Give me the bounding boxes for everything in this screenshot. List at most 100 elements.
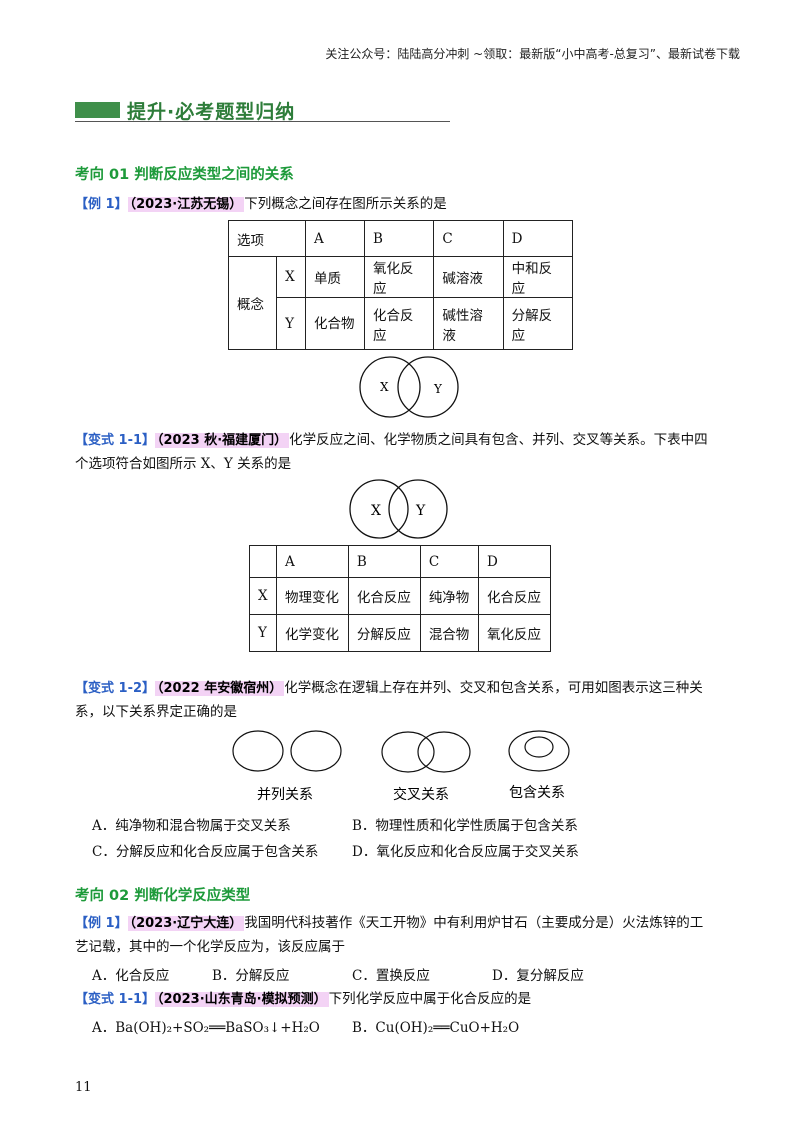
venn-circle-x [359,356,421,418]
table-cell: 氧化反应 [478,614,551,652]
table-cell: X [276,256,306,298]
table-cell: B [347,545,421,578]
variant-tag: 【变式 1-1】 [75,992,156,1007]
table-cell: 选项 [228,220,306,257]
table-cell: D [478,545,551,578]
variant-1-2-line1: 【变式 1-2】（2022 年安徽宿州）化学概念在逻辑上存在并列、交叉和包含关系… [75,676,735,701]
option-c: C．置换反应 [352,968,430,984]
header-note: 关注公众号：陆陆高分冲刺 ~领取：最新版“小中高考-总复习”、最新试卷下载 [325,47,740,61]
parallel-circle-left [232,730,284,772]
table-row: Y 化学变化 分解反应 混合物 氧化反应 [249,614,551,652]
table-cell: 碱溶液 [433,256,504,298]
parallel-circle-right [290,730,342,772]
venn-label-x: X [371,503,381,519]
table-cell: A [276,545,349,578]
option-b: B．物理性质和化学性质属于包含关系 [352,818,578,834]
section-marker [75,102,120,118]
table-cell: 碱性溶液 [433,297,504,350]
diagram-label-contain: 包含关系 [509,785,565,801]
table-cell: 化合物 [305,297,365,350]
table-cell: X [249,577,277,615]
table-cell: 化学变化 [276,614,349,652]
example-2-line2: 艺记载，其中的一个化学反应为，该反应属于 [75,939,345,955]
cross-circle-right [417,731,471,773]
option-a: A．Ba(OH)₂+SO₂══BaSO₃↓+H₂O [92,1020,320,1036]
table-row: Y 化合物 化合反应 碱性溶液 分解反应 [229,297,574,350]
table-cell: C [419,545,480,578]
venn-circle-y [397,356,459,418]
table-cell: 分解反应 [502,297,574,350]
table-row: 概念 X 单质 氧化反应 碱溶液 中和反应 [227,256,574,350]
venn-circle-x [349,479,409,539]
diagram-label-cross: 交叉关系 [393,786,449,803]
example-2-line1: 【例 1】（2023·辽宁大连）我国明代科技著作《天工开物》中有利用炉甘石（主要… [75,911,735,936]
example-tag: 【例 1】 [75,916,128,931]
variant-2-1-line: 【变式 1-1】（2023·山东青岛·模拟预测）下列化学反应中属于化合反应的是 [75,987,735,1012]
example-1-line: 【例 1】（2023·江苏无锡）下列概念之间存在图所示关系的是 [75,192,447,217]
table-cell: D [502,220,574,257]
section-header: 提升·必考题型归纳 [75,100,450,123]
contain-circle-outer [508,730,570,772]
table-cell: 物理变化 [276,577,349,615]
table-cell: 中和反应 [502,256,574,298]
example-tag: 【例 1】 [75,197,128,212]
cross-circle-left [381,731,435,773]
question-text: 下列概念之间存在图所示关系的是 [244,196,447,212]
venn-label-x: X [380,380,389,394]
option-d: D．氧化反应和化合反应属于交叉关系 [352,844,579,860]
table-cell: 分解反应 [347,614,421,652]
source-badge: （2023·山东青岛·模拟预测） [155,992,329,1007]
contain-circle-inner [524,736,554,758]
table-cell: Y [276,297,306,350]
table-cell: 化合反应 [347,577,421,615]
question-text: 化学反应之间、化学物质之间具有包含、并列、交叉等关系。下表中四 [289,432,708,448]
venn-diagram-2: X Y [349,479,448,539]
table-row: X 物理变化 化合反应 纯净物 化合反应 [249,577,551,615]
example-1-table: 选项 A B C D 概念 X 单质 氧化反应 碱溶液 中和反应 Y 化合物 化… [227,220,574,350]
question-text: 化学概念在逻辑上存在并列、交叉和包含关系，可用如图表示这三种关 [284,680,703,696]
table-row: A B C D [249,545,551,578]
option-d: D．复分解反应 [492,968,584,984]
venn-label-y: Y [433,382,443,396]
option-b: B．分解反应 [212,968,290,984]
section-title: 提升·必考题型归纳 [127,101,296,123]
source-badge: （2023 秋·福建厦门） [155,433,290,448]
option-b: B．Cu(OH)₂══CuO+H₂O [352,1020,520,1036]
venn-label-y: Y [415,503,426,519]
variant-1-1-table: A B C D X 物理变化 化合反应 纯净物 化合反应 Y 化学变化 分解反应… [249,545,551,652]
variant-1-2-line2: 系，以下关系界定正确的是 [75,704,237,720]
page-number: 11 [75,1080,92,1095]
table-cell: 氧化反应 [363,256,435,298]
option-c: C．分解反应和化合反应属于包含关系 [92,844,319,860]
source-badge: （2023·辽宁大连） [127,916,245,931]
topic-1-title: 考向 01 判断反应类型之间的关系 [75,167,294,183]
topic-2-title: 考向 02 判断化学反应类型 [75,888,251,904]
source-badge: （2023·江苏无锡） [127,197,245,212]
question-text: 下列化学反应中属于化合反应的是 [328,991,532,1007]
table-cell: Y [249,614,277,652]
table-cell: 混合物 [419,614,480,652]
venn-circle-y [388,479,448,539]
variant-tag: 【变式 1-2】 [75,681,156,696]
source-badge: （2022 年安徽宿州） [155,681,285,696]
table-cell: A [305,220,365,257]
question-text: 我国明代科技著作《天工开物》中有利用炉甘石（主要成分是）火法炼锌的工 [244,915,704,931]
table-cell: 纯净物 [419,577,480,615]
table-cell [249,545,277,578]
table-cell: C [433,220,504,257]
table-cell: 化合反应 [363,297,435,350]
table-cell: B [363,220,435,257]
variant-tag: 【变式 1-1】 [75,433,156,448]
table-cell: 单质 [305,256,365,298]
option-a: A．纯净物和混合物属于交叉关系 [92,818,291,834]
venn-diagram-1: X Y [359,356,459,418]
section-underline [75,121,450,122]
table-cell: 概念 [227,256,278,350]
table-cell: 化合反应 [478,577,551,615]
relationship-diagrams: 并列关系 交叉关系 包含关系 [232,730,570,803]
diagram-label-parallel: 并列关系 [257,787,313,803]
variant-1-1-line2: 个选项符合如图所示 X、Y 关系的是 [75,456,292,472]
variant-1-1-line1: 【变式 1-1】（2023 秋·福建厦门）化学反应之间、化学物质之间具有包含、并… [75,428,735,453]
option-a: A．化合反应 [92,968,170,984]
table-row: 选项 A B C D [228,220,574,257]
